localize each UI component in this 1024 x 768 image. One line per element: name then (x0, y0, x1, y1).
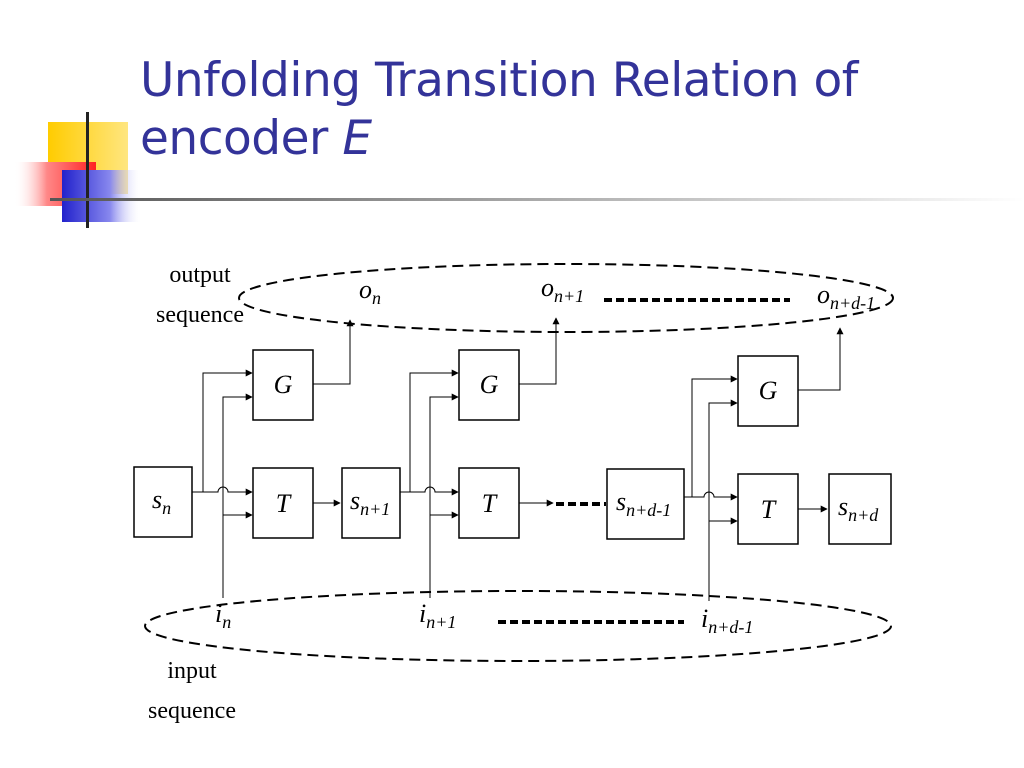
g-label-2: G (480, 370, 499, 399)
wire-g3-to-ond1 (798, 327, 844, 391)
output-label-line1: output (169, 262, 231, 288)
slide-decoration (14, 112, 1024, 228)
title-line-2-italic: E (342, 111, 372, 166)
g-label-3: G (759, 376, 778, 405)
g-block-2 (458, 349, 520, 421)
output-label-ond1: on+d-1 (817, 280, 875, 313)
input-label-in: in (215, 599, 231, 632)
wire-g2-to-on1 (519, 317, 560, 385)
t-block-2 (458, 467, 520, 539)
state-label-snd: sn+d (838, 492, 879, 525)
deco-vertical-line (86, 112, 89, 228)
output-label-on: on (359, 275, 381, 308)
deco-blue-bar (62, 170, 142, 222)
g-block-1 (252, 349, 314, 421)
t-block-3 (737, 473, 799, 545)
input-label-line1: input (167, 658, 217, 684)
title-underline (50, 198, 1024, 201)
g-label-1: G (274, 370, 293, 399)
g-block-3 (737, 355, 799, 427)
t-block-1 (252, 467, 314, 539)
input-sequence-ellipse (144, 590, 892, 662)
state-box-snd (828, 473, 892, 545)
t-label-2: T (482, 489, 498, 518)
state-box-sn1 (341, 467, 401, 539)
state-box-sn (133, 466, 193, 538)
input-label-line2: sequence (148, 698, 236, 724)
state-label-sn1: sn+1 (350, 486, 390, 519)
input-label-ind1: in+d-1 (701, 604, 753, 637)
state-label-snd1: sn+d-1 (616, 487, 671, 520)
state-box-snd1 (606, 468, 685, 540)
output-label-on1: on+1 (541, 273, 584, 306)
wire-g1-to-on (313, 319, 354, 385)
input-label-in1: in+1 (419, 599, 456, 632)
t-label-1: T (276, 489, 292, 518)
title-line-1: Unfolding Transition Relation of (140, 53, 858, 108)
state-label-sn: sn (152, 485, 171, 518)
page-title: Unfolding Transition Relation of encoder… (140, 52, 1000, 168)
output-sequence-ellipse (238, 263, 894, 333)
t-label-3: T (761, 495, 777, 524)
title-line-2-prefix: encoder (140, 111, 343, 166)
output-label-line2: sequence (156, 302, 244, 328)
